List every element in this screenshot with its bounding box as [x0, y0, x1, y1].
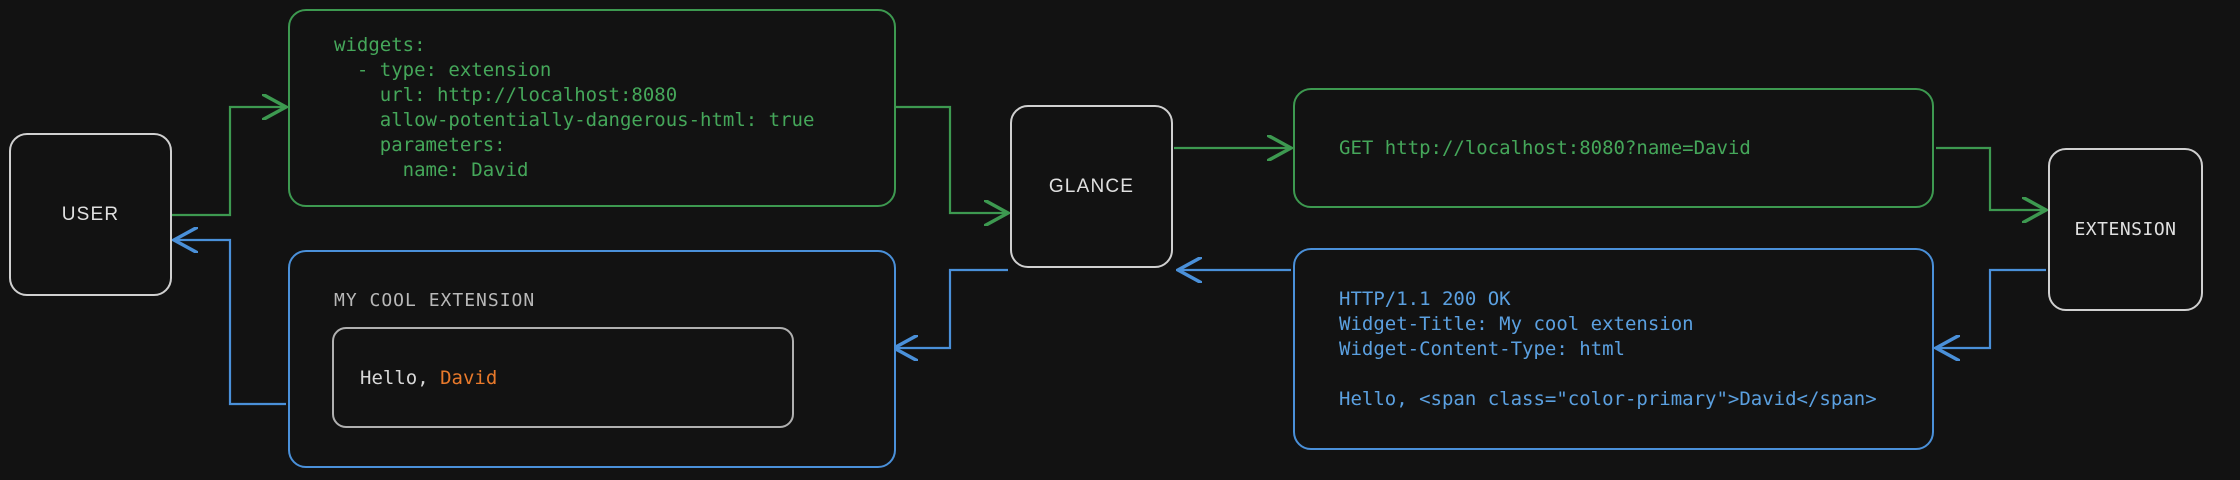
connector-config-to-glance — [894, 105, 1008, 213]
connector-widget-to-user — [174, 240, 286, 406]
code-line: GET http://localhost:8080?name=David — [1339, 136, 1751, 159]
node-extension[interactable]: EXTENSION — [2048, 148, 2203, 311]
config-yaml-box: widgets: - type: extension url: http://l… — [288, 9, 896, 207]
code-line: Widget-Title: My cool extension — [1339, 312, 1694, 335]
code-line: widgets: — [334, 34, 426, 56]
widget-body-prefix: Hello, — [360, 366, 441, 389]
connector-glance-to-widget — [894, 268, 1008, 348]
connector-user-to-config — [170, 107, 286, 217]
config-yaml-text: widgets: - type: extension url: http://l… — [290, 33, 894, 183]
code-line — [1339, 362, 1932, 387]
node-extension-label: EXTENSION — [2074, 219, 2177, 240]
node-glance[interactable]: GLANCE — [1010, 105, 1173, 268]
code-line: parameters: — [334, 134, 506, 156]
code-line: Widget-Content-Type: html — [1339, 337, 1625, 360]
http-request-box: GET http://localhost:8080?name=David — [1293, 88, 1934, 208]
code-line: name: David — [334, 159, 529, 181]
code-line: Hello, <span class="color-primary">David… — [1339, 387, 1877, 410]
widget-preview-card: Hello, David — [332, 327, 794, 428]
widget-preview-title: MY COOL EXTENSION — [334, 290, 536, 311]
connector-request-to-extension — [1936, 146, 2046, 210]
code-line: allow-potentially-dangerous-html: true — [334, 109, 815, 131]
widget-preview-box: MY COOL EXTENSION Hello, David — [288, 250, 896, 468]
code-line: url: http://localhost:8080 — [334, 84, 678, 106]
connector-extension-to-response — [1936, 268, 2046, 348]
code-line: HTTP/1.1 200 OK — [1339, 287, 1511, 310]
widget-body-accent: David — [440, 366, 498, 389]
node-user-label: USER — [61, 203, 120, 225]
node-glance-label: GLANCE — [1048, 175, 1135, 197]
code-line: - type: extension — [334, 59, 552, 81]
node-user[interactable]: USER — [9, 133, 172, 296]
http-request-text: GET http://localhost:8080?name=David — [1295, 136, 1932, 161]
widget-preview-body: Hello, David — [334, 367, 497, 389]
